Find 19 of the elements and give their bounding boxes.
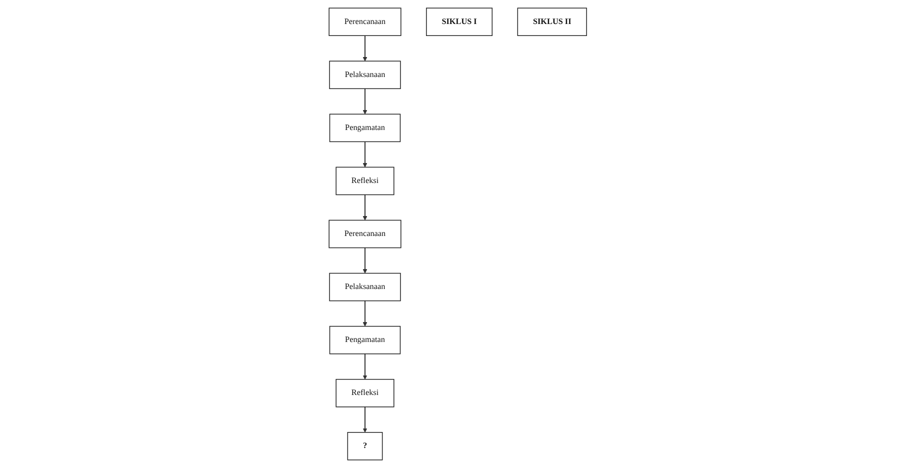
node-box: SIKLUS I <box>426 8 492 36</box>
arrow <box>362 88 367 114</box>
arrow <box>362 300 367 326</box>
arrow <box>362 406 367 433</box>
node-box: Pengamatan <box>329 326 400 354</box>
arrow <box>362 248 367 274</box>
node-box: SIKLUS II <box>516 8 587 36</box>
arrow <box>362 354 367 380</box>
node-box: Pelaksanaan <box>328 272 401 302</box>
node-box: Perencanaan <box>328 220 401 248</box>
arrow <box>362 194 367 220</box>
node-box: ? <box>346 432 382 460</box>
node-box: Refleksi <box>335 378 394 408</box>
node-box: Perencanaan <box>328 8 401 36</box>
arrow <box>362 36 367 62</box>
node-box: Pengamatan <box>329 114 400 142</box>
node-box: Refleksi <box>335 166 394 196</box>
arrow <box>362 142 367 168</box>
node-box: Pelaksanaan <box>328 60 401 90</box>
